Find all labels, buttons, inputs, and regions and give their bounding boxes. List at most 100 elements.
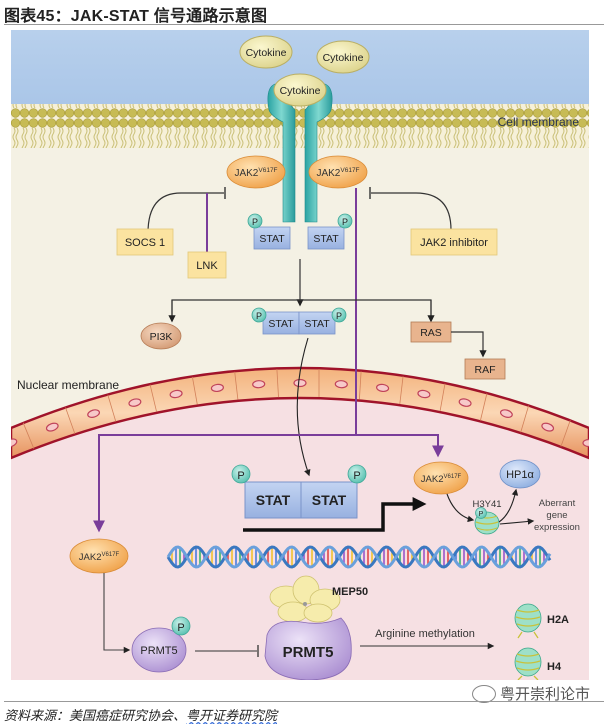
nucleosome-h3y41: P xyxy=(474,507,500,535)
title-divider xyxy=(4,24,604,25)
histone-h2a xyxy=(514,603,542,639)
svg-text:RAF: RAF xyxy=(475,364,496,376)
jak-stat-diagram: Cell membrane Nuclear membrane Cytokine … xyxy=(11,30,589,680)
ras-node: RAS xyxy=(410,321,452,343)
svg-text:JAK2 inhibitor: JAK2 inhibitor xyxy=(420,237,488,249)
svg-text:STAT: STAT xyxy=(256,492,291,508)
phospho-icon xyxy=(231,464,251,484)
h2a-label: H2A xyxy=(547,614,569,626)
membrane-cell-divider xyxy=(192,376,198,405)
membrane-cell-nucleus xyxy=(334,380,348,389)
svg-text:STAT: STAT xyxy=(312,492,347,508)
lnk-box: LNK xyxy=(187,251,227,279)
svg-text:PRMT5: PRMT5 xyxy=(283,644,334,661)
svg-text:LNK: LNK xyxy=(196,260,218,272)
wechat-icon xyxy=(472,684,496,703)
membrane-cell-nucleus xyxy=(458,398,472,407)
membrane-cell-nucleus xyxy=(376,383,390,393)
svg-text:Cytokine: Cytokine xyxy=(323,52,364,64)
pi3k-node: PI3K xyxy=(140,322,182,350)
nuclear-membrane-label: Nuclear membrane xyxy=(17,378,119,392)
svg-text:P: P xyxy=(237,470,244,482)
source-link[interactable]: 粤开证券研究院 xyxy=(186,708,278,723)
hp1a-node: HP1α xyxy=(499,459,541,489)
membrane-cell-nucleus xyxy=(582,438,589,448)
dna-backbone xyxy=(166,545,552,569)
cytokine-bound: Cytokine xyxy=(273,73,327,107)
svg-text:JAK2V617F: JAK2V617F xyxy=(316,167,359,179)
membrane-cell-divider xyxy=(149,384,157,412)
membrane-cell-divider xyxy=(234,371,239,400)
svg-text:SOCS 1: SOCS 1 xyxy=(125,237,165,249)
membrane-cell-divider xyxy=(276,369,279,398)
cytokine-1: Cytokine xyxy=(239,35,293,69)
svg-text:RAS: RAS xyxy=(420,327,442,339)
membrane-cell-nucleus xyxy=(128,398,142,407)
svg-text:Aberrant: Aberrant xyxy=(539,498,576,509)
phospho-icon xyxy=(331,307,347,323)
h4-label: H4 xyxy=(547,661,562,673)
jak2-inhibitor-box: JAK2 inhibitor xyxy=(410,228,498,256)
phospho-icon xyxy=(247,213,263,229)
mep50-label: MEP50 xyxy=(332,586,368,598)
membrane-cell-nucleus xyxy=(252,380,266,389)
membrane-cell-nucleus xyxy=(293,378,307,388)
membrane-cell-divider xyxy=(439,383,446,412)
arginine-methylation-label: Arginine methylation xyxy=(375,628,475,640)
jak2-left: JAK2V617F xyxy=(226,155,286,189)
watermark: 粤开崇利论市 xyxy=(472,683,590,704)
nuclear-membrane-band xyxy=(11,366,589,460)
svg-text:expression: expression xyxy=(534,522,580,533)
phospho-icon xyxy=(347,464,367,484)
membrane-cell-divider xyxy=(520,405,529,433)
svg-text:gene: gene xyxy=(546,510,567,521)
cell-membrane-label: Cell membrane xyxy=(498,115,580,129)
h3y41-label: H3Y41 xyxy=(472,499,501,510)
stat-right: STAT P xyxy=(307,213,353,250)
membrane-cell-nucleus xyxy=(169,389,183,399)
socs1-box: SOCS 1 xyxy=(116,228,174,256)
svg-text:STAT: STAT xyxy=(313,233,339,245)
membrane-cell-nucleus xyxy=(87,409,101,418)
jak2-nuclear-left: JAK2V617F xyxy=(69,538,129,574)
membrane-cell-divider xyxy=(22,422,35,449)
svg-text:PI3K: PI3K xyxy=(150,331,173,343)
prmt5-mep50-enzyme: PRMT5 xyxy=(264,617,352,680)
svg-text:STAT: STAT xyxy=(268,318,294,330)
svg-text:P: P xyxy=(256,311,262,321)
stat-left: STAT P xyxy=(247,213,291,250)
svg-text:STAT: STAT xyxy=(304,318,330,330)
membrane-cell-nucleus xyxy=(45,422,59,432)
dna-backbone xyxy=(166,545,552,569)
svg-text:JAK2V617F: JAK2V617F xyxy=(421,474,462,485)
phospho-icon xyxy=(251,307,267,323)
membrane-cell-divider xyxy=(480,393,488,421)
figure-title: 图表45：JAK-STAT 信号通路示意图 xyxy=(4,8,268,25)
phospho-icon xyxy=(337,213,353,229)
membrane-cell-divider xyxy=(65,407,76,435)
svg-text:Cytokine: Cytokine xyxy=(246,47,287,59)
source-divider xyxy=(4,701,604,702)
membrane-cell-divider xyxy=(107,394,117,422)
aberrant-gene-expression-label: Aberrant gene expression xyxy=(534,498,580,533)
source-prefix: 资料来源：美国癌症研究协会、 xyxy=(4,708,187,723)
dna-helix xyxy=(166,545,552,569)
svg-text:JAK2V617F: JAK2V617F xyxy=(234,167,277,179)
membrane-cell-divider xyxy=(560,420,571,447)
membrane-cell-nucleus xyxy=(499,409,513,418)
cytokine-2: Cytokine xyxy=(316,40,370,74)
stat-translocation-arrow xyxy=(296,337,311,477)
svg-text:P: P xyxy=(252,217,258,227)
svg-text:P: P xyxy=(177,622,184,634)
svg-text:P: P xyxy=(342,217,348,227)
jak2-nuclear-right: JAK2V617F xyxy=(413,461,469,495)
nuclear-membrane-cells xyxy=(11,369,589,449)
membrane-cell-divider xyxy=(399,376,404,405)
source-note: 资料来源：美国癌症研究协会、粤开证券研究院 xyxy=(4,705,277,724)
stat-dimer-nucleus: STAT STAT P P xyxy=(231,464,367,519)
stat-dimer-cytoplasm: STAT STAT P P xyxy=(251,307,347,335)
svg-text:Cytokine: Cytokine xyxy=(280,85,321,97)
svg-text:PRMT5: PRMT5 xyxy=(140,645,177,657)
membrane-cell-nucleus xyxy=(541,422,555,432)
prmt5-phosphorylated: PRMT5 P xyxy=(131,616,191,673)
